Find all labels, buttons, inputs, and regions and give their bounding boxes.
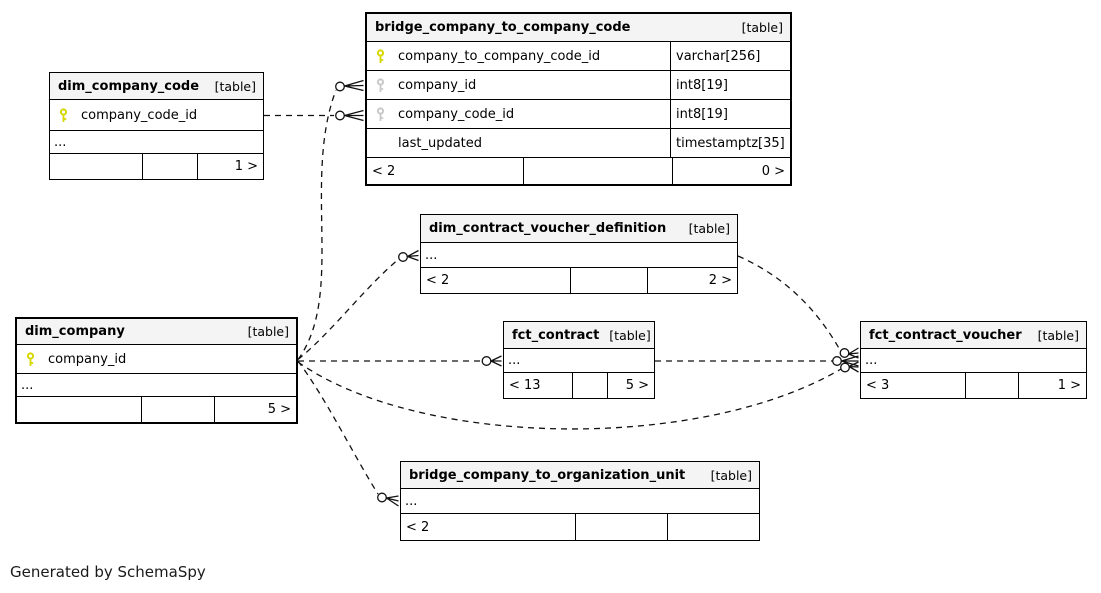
table-name[interactable]: bridge_company_to_company_code	[375, 20, 631, 35]
hidden-columns-ellipsis: ...	[504, 349, 654, 373]
footer-mid-cell	[575, 514, 667, 540]
table-type-badge: [table]	[688, 221, 730, 236]
edge-dim_contract_voucher_definition-to-fct_contract_voucher	[737, 255, 859, 359]
table-fct_contract_voucher: fct_contract_voucher [table] ... < 3 1 >	[860, 321, 1087, 399]
table-footer: < 2 2 >	[421, 268, 737, 293]
table-name[interactable]: bridge_company_to_organization_unit	[409, 467, 686, 483]
edge-dim_company-to-fct_contract	[298, 355, 502, 367]
edge-dim_company-to-dim_contract_voucher_definition	[297, 249, 419, 361]
table-footer: < 3 1 >	[861, 373, 1086, 398]
footer-mid-cell	[572, 373, 607, 398]
column-row: company_id int8[19]	[367, 71, 790, 100]
edge-dim_company_code-to-bridge_company_to_company_code	[264, 109, 364, 122]
table-dim_company_code: dim_company_code [table] company_code_id…	[49, 72, 264, 180]
foreign-key-icon	[375, 106, 386, 122]
table-header: bridge_company_to_company_code [table]	[367, 14, 790, 42]
footer-parents-count: < 2	[372, 163, 396, 179]
hidden-columns-ellipsis: ...	[861, 349, 1086, 373]
column-name: company_id	[48, 351, 127, 367]
column-row: last_updated timestamptz[35]	[367, 129, 790, 158]
footer-mid-cell	[570, 268, 647, 293]
table-name[interactable]: dim_company_code	[58, 78, 200, 94]
foreign-key-icon	[375, 77, 386, 93]
table-dim_contract_voucher_definition: dim_contract_voucher_definition [table] …	[420, 214, 738, 294]
table-name[interactable]: dim_contract_voucher_definition	[429, 221, 667, 236]
table-type-badge: [table]	[710, 467, 752, 483]
footer-mid-cell	[965, 373, 1018, 398]
hidden-columns-ellipsis: ...	[421, 243, 737, 268]
table-footer: 5 >	[17, 397, 296, 422]
primary-key-icon	[58, 107, 69, 123]
column-name: company_code_id	[81, 107, 198, 123]
table-header: dim_company [table]	[17, 319, 296, 345]
footer-children-count: 5 >	[607, 373, 654, 398]
column-row: company_id	[17, 345, 296, 374]
column-row: company_to_company_code_id varchar[256]	[367, 42, 790, 71]
table-footer: < 2 0 >	[367, 158, 790, 184]
table-name[interactable]: fct_contract_voucher	[869, 327, 1022, 343]
footer-mid-cell	[142, 154, 197, 179]
column-type: int8[19]	[670, 71, 790, 99]
hidden-columns-ellipsis: ...	[401, 489, 759, 514]
generated-by-note: Generated by SchemaSpy	[10, 563, 206, 581]
table-type-badge: [table]	[609, 327, 651, 343]
footer-parents-count: < 13	[509, 378, 541, 393]
footer-parents-count: < 2	[426, 273, 450, 288]
table-header: dim_company_code [table]	[50, 73, 263, 100]
footer-parents-count	[50, 154, 142, 179]
footer-children-count: 0 >	[672, 158, 790, 184]
hidden-columns-ellipsis: ...	[17, 374, 296, 397]
footer-parents-count: < 3	[866, 378, 890, 393]
primary-key-icon	[375, 48, 386, 64]
table-name[interactable]: dim_company	[25, 324, 125, 339]
footer-parents-count	[17, 397, 141, 422]
column-row: company_code_id	[50, 100, 263, 131]
table-footer: < 2	[401, 514, 759, 540]
footer-children-count: 1 >	[197, 154, 263, 179]
column-type: int8[19]	[670, 100, 790, 128]
primary-key-icon	[25, 351, 36, 367]
hidden-columns-ellipsis: ...	[50, 131, 263, 154]
column-type: timestamptz[35]	[670, 129, 790, 157]
column-type: varchar[256]	[670, 42, 790, 70]
footer-children-count: 2 >	[647, 268, 737, 293]
table-header: dim_contract_voucher_definition [table]	[421, 215, 737, 243]
edge-dim_company-to-bridge_company_to_organization_unit	[297, 360, 399, 507]
table-bridge_company_to_organization_unit: bridge_company_to_organization_unit [tab…	[400, 461, 760, 541]
table-type-badge: [table]	[741, 20, 783, 35]
table-header: bridge_company_to_organization_unit [tab…	[401, 462, 759, 489]
footer-children-count	[667, 514, 759, 540]
column-row: company_code_id int8[19]	[367, 100, 790, 129]
table-footer: 1 >	[50, 154, 263, 179]
footer-parents-count: < 2	[406, 519, 430, 535]
column-name: company_code_id	[398, 106, 515, 122]
table-fct_contract: fct_contract [table] ... < 13 5 >	[503, 321, 655, 399]
column-name: company_to_company_code_id	[398, 48, 601, 64]
table-footer: < 13 5 >	[504, 373, 654, 398]
footer-children-count: 5 >	[214, 397, 296, 422]
footer-mid-cell	[523, 158, 672, 184]
column-name: last_updated	[398, 135, 483, 151]
edge-dim_company-to-bridge_company_to_company_code	[297, 79, 364, 360]
table-header: fct_contract [table]	[504, 322, 654, 349]
table-type-badge: [table]	[247, 324, 289, 339]
table-dim_company: dim_company [table] company_id ... 5 >	[15, 317, 298, 424]
footer-mid-cell	[141, 397, 214, 422]
column-name: company_id	[398, 77, 477, 93]
footer-children-count: 1 >	[1018, 373, 1086, 398]
edge-fct_contract-to-fct_contract_voucher	[655, 355, 859, 367]
table-name[interactable]: fct_contract	[512, 327, 600, 343]
table-bridge_company_to_company_code: bridge_company_to_company_code [table] c…	[365, 12, 792, 186]
table-type-badge: [table]	[214, 78, 256, 94]
table-header: fct_contract_voucher [table]	[861, 322, 1086, 349]
table-type-badge: [table]	[1037, 327, 1079, 343]
